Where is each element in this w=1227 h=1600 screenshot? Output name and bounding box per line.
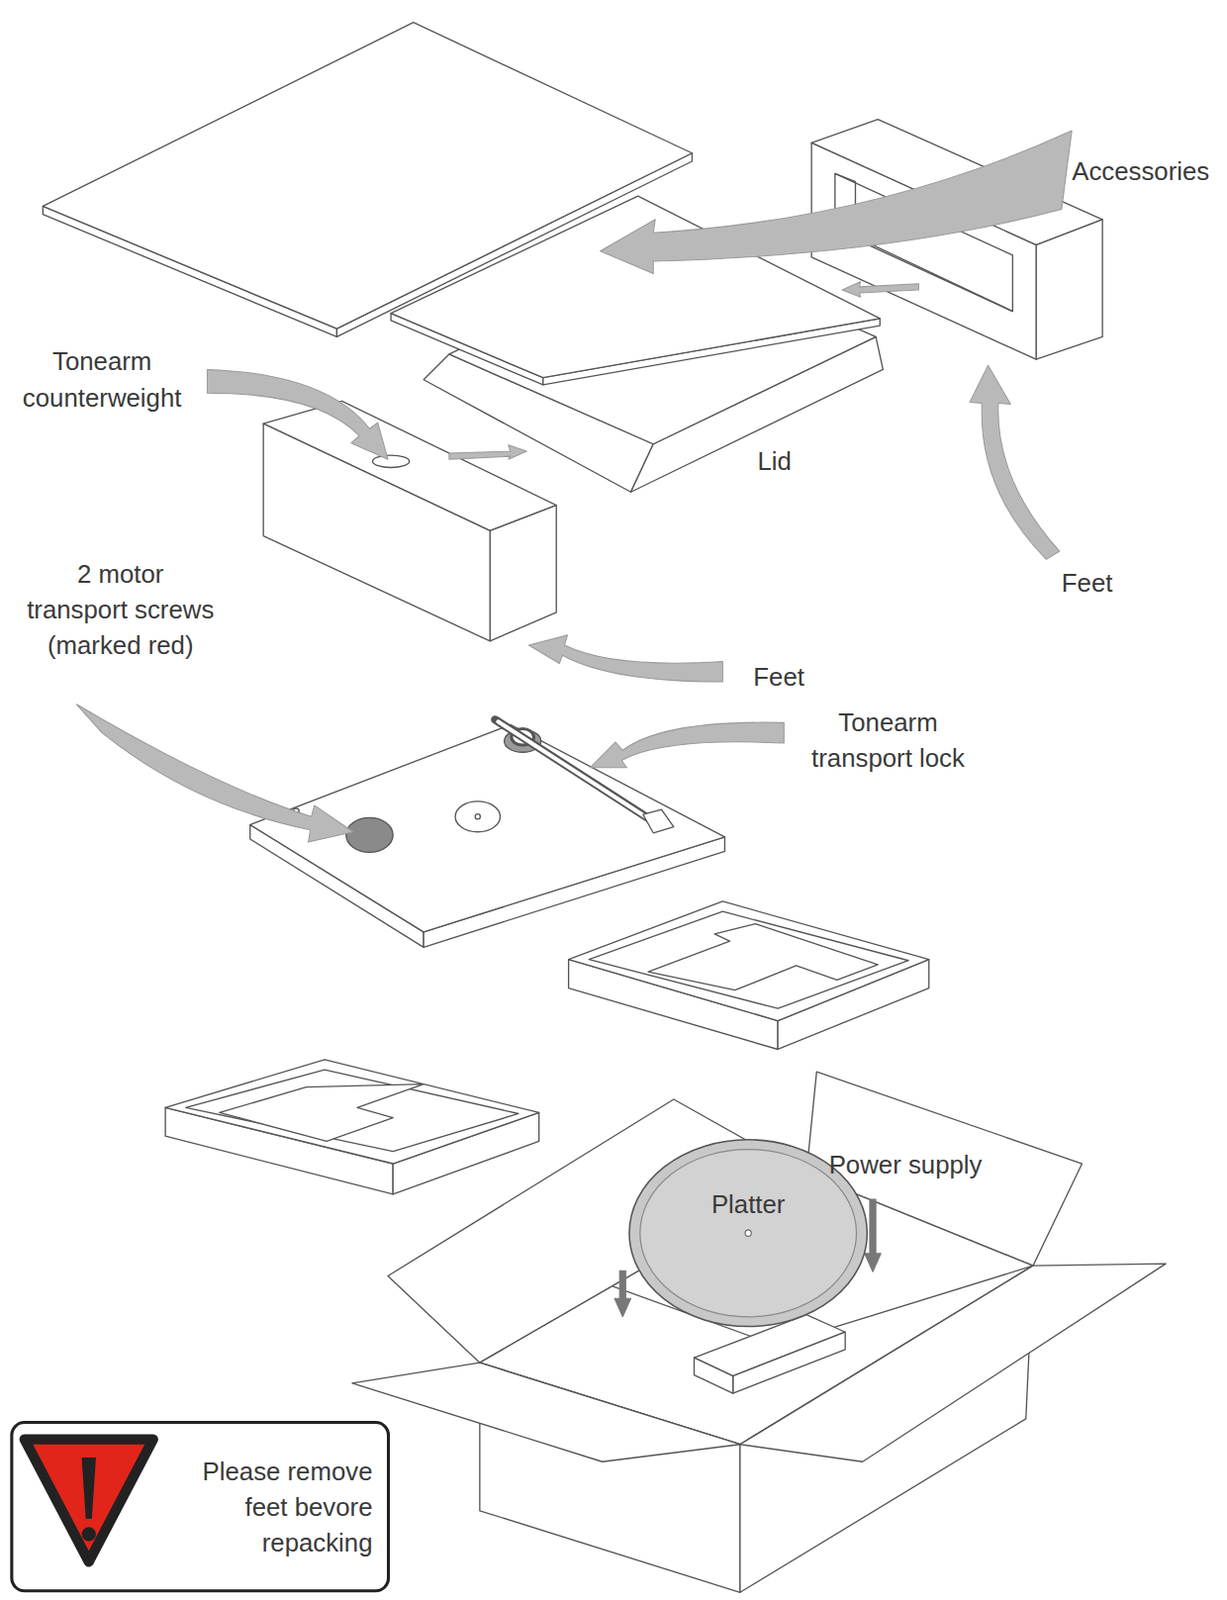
node-text: Please remove feet bevore repacking bbox=[181, 1453, 374, 1561]
power-supply-symbol bbox=[693, 1357, 733, 1394]
warning-box: Please remove feet bevore repacking bbox=[9, 1420, 390, 1593]
direction-arrow bbox=[614, 1270, 632, 1317]
node-text: Platter bbox=[627, 1186, 868, 1223]
platter-spindle bbox=[745, 1229, 752, 1236]
tonearm-symbol bbox=[497, 721, 654, 822]
callout-arrow bbox=[969, 365, 1060, 560]
part-label: Feet bbox=[1061, 566, 1114, 602]
callout-arrow bbox=[76, 704, 354, 843]
part-label: Tonearm transport lock bbox=[796, 704, 981, 776]
foam-block bbox=[1036, 219, 1103, 360]
direction-arrow bbox=[842, 282, 919, 297]
part-label: Accessories bbox=[1071, 153, 1210, 189]
spindle-symbol bbox=[455, 801, 500, 833]
foam-cutout bbox=[219, 1084, 424, 1142]
warning-symbol bbox=[24, 1439, 154, 1563]
motor-symbol bbox=[346, 817, 393, 852]
part-label: 2 motor transport screws (marked red) bbox=[24, 556, 217, 663]
box-flap bbox=[352, 1362, 741, 1462]
foam-tray bbox=[186, 1069, 519, 1152]
counterweight-hole bbox=[373, 455, 410, 468]
callout-arrow bbox=[528, 635, 723, 682]
power-supply-symbol bbox=[733, 1331, 846, 1394]
part-label: Feet bbox=[753, 659, 805, 695]
part-label: Lid bbox=[756, 443, 791, 479]
part-label: Tonearm counterweight bbox=[9, 344, 194, 416]
platter-rim bbox=[640, 1149, 857, 1318]
callout-arrow bbox=[600, 130, 1073, 274]
board-top bbox=[42, 22, 692, 329]
warning-symbol bbox=[82, 1457, 96, 1519]
foam-cutout bbox=[648, 924, 878, 991]
warning-symbol bbox=[82, 1526, 96, 1541]
direction-arrow bbox=[449, 445, 527, 460]
foam-block bbox=[489, 505, 557, 642]
callout-arrow bbox=[206, 369, 388, 460]
spindle-symbol bbox=[474, 814, 480, 820]
headshell-symbol bbox=[643, 809, 674, 834]
foam-tray bbox=[568, 901, 930, 1022]
foam-tray bbox=[165, 1059, 540, 1164]
part-label: Power supply bbox=[829, 1147, 983, 1184]
tonearm-symbol bbox=[494, 719, 656, 823]
foam-tray bbox=[588, 911, 909, 1009]
callout-arrow bbox=[589, 722, 784, 768]
